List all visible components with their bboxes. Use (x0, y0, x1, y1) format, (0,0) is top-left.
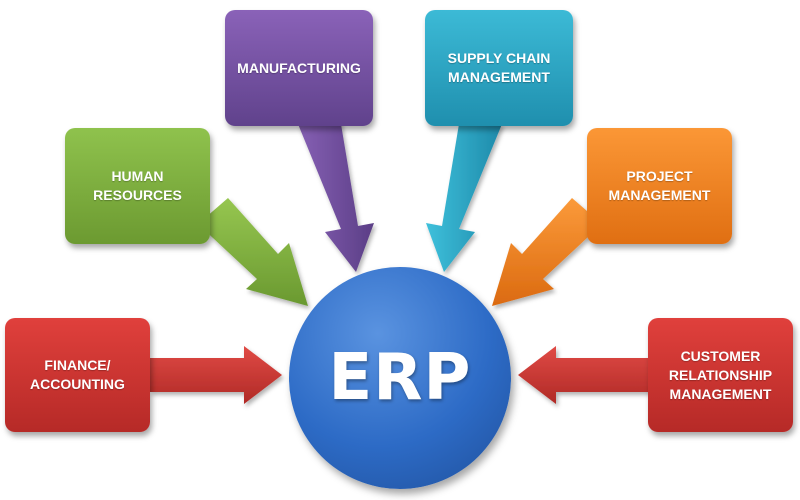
customer-relationship-management-box: CUSTOMER RELATIONSHIP MANAGEMENT (648, 318, 793, 432)
finance-accounting-box: FINANCE/ ACCOUNTING (5, 318, 150, 432)
erp-center-circle: ERP (289, 267, 511, 489)
customer-relationship-management-label: CUSTOMER RELATIONSHIP MANAGEMENT (668, 347, 773, 402)
hr-arrow (198, 198, 308, 306)
supply-chain-arrow (426, 118, 502, 272)
manufacturing-arrow (298, 118, 374, 272)
manufacturing-box: MANUFACTURING (225, 10, 373, 126)
finance-accounting-label: FINANCE/ ACCOUNTING (30, 357, 125, 392)
erp-label: ERP (328, 341, 472, 415)
project-management-label: PROJECT MANAGEMENT (608, 168, 711, 203)
supply-chain-management-label: SUPPLY CHAIN MANAGEMENT (447, 50, 551, 85)
manufacturing-label: MANUFACTURING (237, 59, 361, 76)
project-management-box: PROJECT MANAGEMENT (587, 128, 732, 244)
supply-chain-management-box: SUPPLY CHAIN MANAGEMENT (425, 10, 573, 126)
crm-arrow (518, 346, 650, 404)
pm-arrow (492, 198, 602, 306)
finance-arrow (150, 346, 282, 404)
human-resources-box: HUMAN RESOURCES (65, 128, 210, 244)
human-resources-label: HUMAN RESOURCES (93, 168, 182, 203)
